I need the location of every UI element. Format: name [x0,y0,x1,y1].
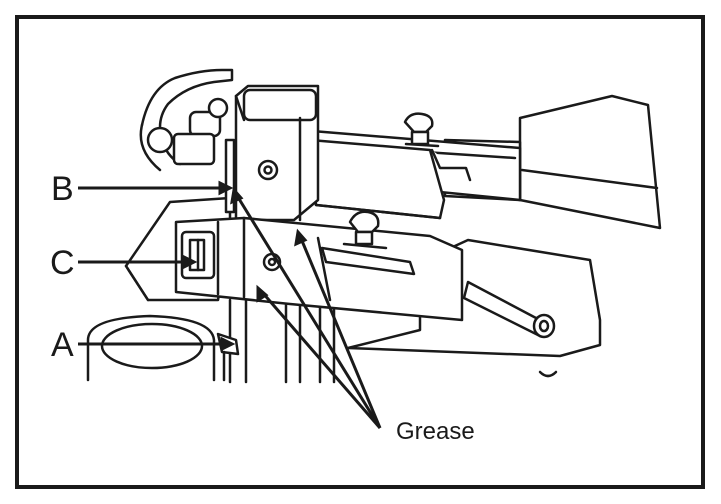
callout-label-c: C [50,244,75,282]
grease-leaders [230,186,382,429]
base-cylinder [86,314,216,382]
leader-c [78,254,198,270]
main-beam [174,216,464,322]
leader-a [78,336,236,352]
pin-b [224,138,236,214]
diagram-border [15,15,705,489]
side-lever [462,280,556,339]
fittings [172,97,229,166]
vertical-column [234,84,320,222]
clamp-c [180,230,216,280]
beam-slot [320,246,416,276]
upper-knob [403,112,440,148]
lower-knob [342,210,388,250]
callout-label-b: B [51,170,74,208]
handle-loop [139,68,234,172]
callout-label-a: A [51,326,74,364]
callout-label-grease: Grease [396,418,475,445]
leader-b [78,180,234,196]
support-poles [228,298,336,384]
